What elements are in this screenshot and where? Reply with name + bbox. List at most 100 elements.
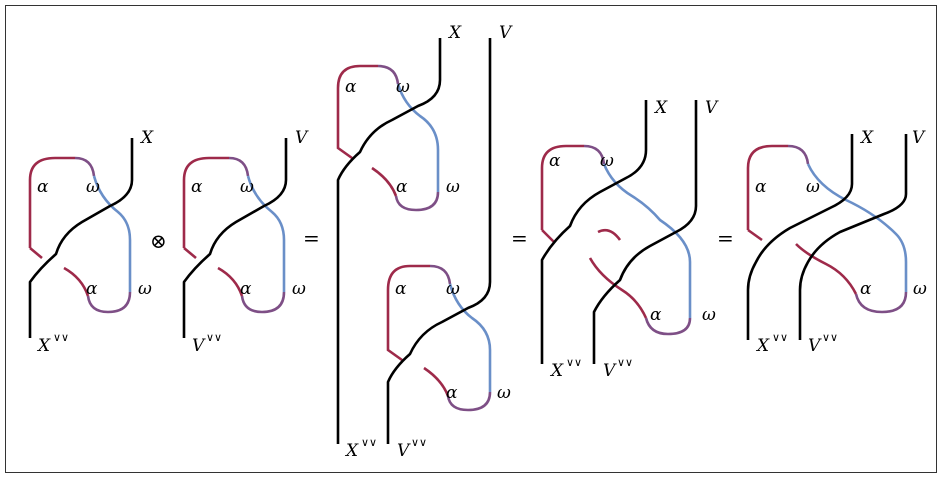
cap-upper xyxy=(377,64,400,85)
x-label-bottom: X xyxy=(36,336,51,356)
omega-label: ω xyxy=(240,177,254,197)
cap-top xyxy=(228,156,250,177)
x-label-top: X xyxy=(653,98,668,118)
v-strand xyxy=(798,134,908,340)
alpha-label: α xyxy=(345,77,357,97)
v-label-top: V xyxy=(912,128,926,148)
alpha-strand-lower-panel xyxy=(386,264,430,344)
x-strand-long xyxy=(336,38,442,444)
alpha-strand-join xyxy=(29,247,43,259)
alpha-strand-x-lower xyxy=(588,257,648,319)
frame-border xyxy=(5,5,937,473)
panel-stacked: α ω α ω X α ω α ω V X ∨∨ V ∨∨ xyxy=(336,23,513,461)
alpha-label: α xyxy=(37,177,49,197)
double-dual-sup: ∨∨ xyxy=(361,436,377,449)
double-dual-sup: ∨∨ xyxy=(822,331,838,344)
double-dual-sup: ∨∨ xyxy=(617,356,633,369)
tensor-operator: ⊗ xyxy=(150,229,167,253)
v-label-bottom: V xyxy=(192,336,206,356)
alpha-label-lower: α xyxy=(86,279,98,299)
panel-combined: α ω α ω X V X ∨∨ V ∨∨ xyxy=(746,128,927,356)
x-strand xyxy=(540,100,648,364)
x-label-top: X xyxy=(859,128,874,148)
omega-label-lower: ω xyxy=(446,177,460,197)
alpha-label-lower: α xyxy=(860,279,872,299)
omega-strand xyxy=(806,163,908,292)
cap-top xyxy=(74,156,96,177)
x-strand xyxy=(28,138,134,338)
x-strand xyxy=(746,134,854,340)
alpha-label: α xyxy=(191,177,203,197)
alpha-mid xyxy=(597,228,622,241)
cap-top xyxy=(787,144,810,165)
v-label-top: V xyxy=(705,98,719,118)
omega-label-lower: ω xyxy=(292,279,306,299)
alpha-strand-join xyxy=(183,247,197,259)
alpha-strand-upper-lower xyxy=(371,166,398,197)
alpha-strand-lower xyxy=(795,243,858,295)
alpha-join-upper xyxy=(336,130,353,160)
omega-label-lower: ω xyxy=(702,305,716,325)
double-dual-sup: ∨∨ xyxy=(206,331,222,344)
cup-upper xyxy=(394,191,440,212)
equals-operator-2: = xyxy=(511,226,528,250)
alpha-strand-left xyxy=(182,156,229,248)
omega-label: ω xyxy=(446,279,460,299)
v-strand xyxy=(182,138,288,338)
cup-x xyxy=(644,317,692,336)
x-label-bottom: X xyxy=(755,336,770,356)
cup-bottom xyxy=(854,291,908,314)
v-strand-long xyxy=(386,38,492,444)
equals-operator-1: = xyxy=(303,226,320,250)
cup-bottom xyxy=(240,291,286,314)
panel-v-twist: α ω α ω V V ∨∨ xyxy=(182,128,309,356)
double-dual-sup: ∨∨ xyxy=(566,356,582,369)
cup-bottom xyxy=(86,291,132,314)
panel-x-twist: α ω α ω X X ∨∨ xyxy=(28,128,154,356)
omega-label: ω xyxy=(86,177,100,197)
omega-label: ω xyxy=(806,177,820,197)
equals-operator-3: = xyxy=(717,226,734,250)
alpha-label-lower: α xyxy=(650,305,662,325)
double-dual-sup: ∨∨ xyxy=(772,331,788,344)
alpha-join-lower xyxy=(386,344,403,362)
x-label-top: X xyxy=(139,128,154,148)
omega-label-lower: ω xyxy=(138,279,152,299)
x-label-bottom: X xyxy=(549,361,564,381)
alpha-strand-lower xyxy=(63,266,90,297)
alpha-label-lower: α xyxy=(446,383,458,403)
alpha-label: α xyxy=(395,279,407,299)
alpha-strand-left xyxy=(28,156,75,248)
alpha-strand-upper xyxy=(336,64,378,130)
x-label-top: X xyxy=(447,23,462,43)
alpha-strand-lower xyxy=(217,266,244,297)
panel-interleaved: α ω α ω X V X ∨∨ V ∨∨ xyxy=(540,98,719,381)
v-strand xyxy=(592,100,698,364)
alpha-label: α xyxy=(755,177,767,197)
alpha-label: α xyxy=(549,151,561,171)
alpha-join xyxy=(747,228,763,242)
cap-lower xyxy=(429,264,452,285)
omega-strand xyxy=(92,175,132,292)
v-label-bottom: V xyxy=(808,336,822,356)
cup-lower xyxy=(446,391,492,412)
v-label-top: V xyxy=(499,23,513,43)
omega-label: ω xyxy=(396,77,410,97)
alpha-strand-lower-lower xyxy=(423,366,450,397)
alpha-label-lower: α xyxy=(396,177,408,197)
alpha-join-x xyxy=(541,229,555,243)
double-dual-sup: ∨∨ xyxy=(411,436,427,449)
omega-strand-upper xyxy=(396,83,440,192)
omega-strand xyxy=(246,175,286,292)
omega-strand-x xyxy=(602,163,692,318)
alpha-strand xyxy=(746,144,788,230)
x-label-bottom: X xyxy=(344,441,359,461)
v-label-top: V xyxy=(295,128,309,148)
v-label-bottom: V xyxy=(397,441,411,461)
omega-label: ω xyxy=(600,151,614,171)
cap-x xyxy=(583,144,606,165)
alpha-strand-x xyxy=(540,144,584,230)
double-dual-sup: ∨∨ xyxy=(53,331,69,344)
